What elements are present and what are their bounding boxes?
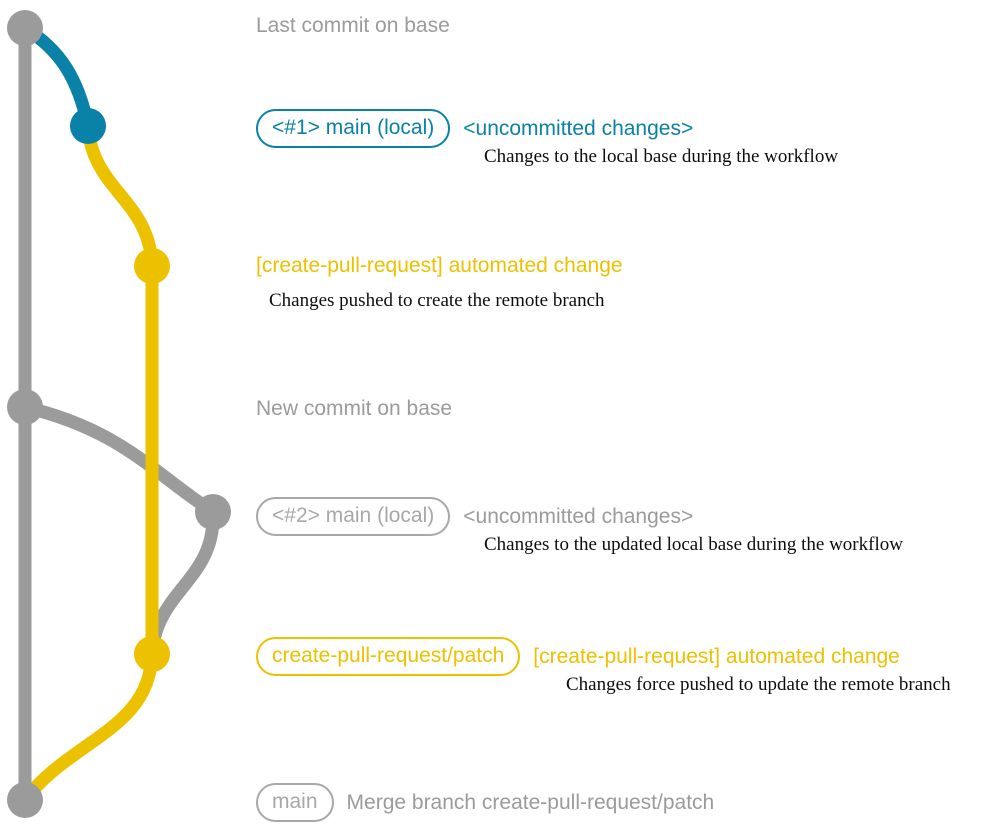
local2-to-patch-line: [145, 505, 220, 661]
description-remote-1: Changes pushed to create the remote bran…: [269, 290, 605, 311]
commit-node-new-base[interactable]: [7, 389, 43, 425]
commit-message-local-2: <uncommitted changes>: [463, 504, 694, 528]
commit-message-remote-1: [create-pull-request] automated change: [256, 254, 623, 277]
commit-node-last-base[interactable]: [7, 10, 43, 46]
commit-node-local-1[interactable]: [70, 108, 106, 144]
base-to-local2-line: [18, 400, 220, 519]
row-local-1: <#1> main (local) <uncommitted changes>: [256, 109, 693, 148]
branch-pill-create-pull-request-patch[interactable]: create-pull-request/patch: [256, 637, 521, 676]
row-merge-commit: main Merge branch create-pull-request/pa…: [256, 783, 714, 822]
row-automated-change-1: [create-pull-request] automated change: [256, 253, 623, 279]
row-local-2: <#2> main (local) <uncommitted changes>: [256, 497, 693, 536]
commit-message-merge: Merge branch create-pull-request/patch: [346, 790, 715, 814]
caption-new-commit-on-base: New commit on base: [256, 397, 453, 420]
commit-message-local-1: <uncommitted changes>: [463, 116, 694, 140]
row-new-commit-on-base: New commit on base: [256, 396, 452, 422]
commit-message-remote-2: [create-pull-request] automated change: [533, 644, 900, 668]
description-local-2: Changes to the updated local base during…: [484, 534, 903, 555]
caption-last-commit-on-base: Last commit on base: [256, 14, 450, 37]
commit-node-remote-1[interactable]: [134, 248, 170, 284]
branch-pill-main[interactable]: main: [256, 783, 334, 822]
local1-to-remote1-line: [81, 119, 159, 273]
branch-pill-local-2[interactable]: <#2> main (local): [256, 497, 451, 536]
description-local-1: Changes to the local base during the wor…: [484, 146, 839, 167]
commit-node-merge[interactable]: [7, 782, 43, 818]
remote-merge-into-main-line: [18, 647, 159, 807]
branch-pill-local-1[interactable]: <#1> main (local): [256, 109, 451, 148]
row-last-commit-on-base: Last commit on base: [256, 13, 450, 39]
commit-node-local-2[interactable]: [195, 494, 231, 530]
description-remote-2: Changes force pushed to update the remot…: [566, 674, 951, 695]
commit-node-remote-2[interactable]: [134, 636, 170, 672]
row-automated-change-2: create-pull-request/patch [create-pull-r…: [256, 637, 900, 676]
